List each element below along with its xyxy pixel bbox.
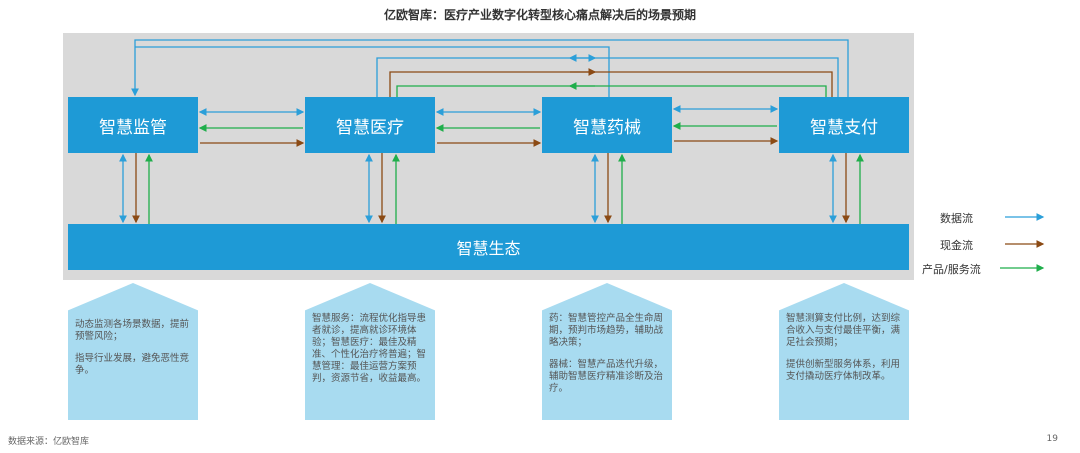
legend-data-flow: 数据流 — [940, 212, 973, 225]
callout-text: 智慧服务：流程优化指导患者就诊，提高就诊环境体验；智慧医疗：最佳及精准、个性化治… — [312, 313, 427, 384]
callout-medical: 智慧服务：流程优化指导患者就诊，提高就诊环境体验；智慧医疗：最佳及精准、个性化治… — [305, 283, 435, 420]
box-smart-ecosystem: 智慧生态 — [68, 224, 909, 270]
callout-payment: 智慧测算支付比例，达到综合收入与支付最佳平衡，满足社会预期； 提供创新型服务体系，… — [779, 283, 909, 420]
legend-product-flow: 产品/服务流 — [922, 263, 981, 276]
product-flow-payment-medical — [396, 85, 827, 97]
data-flow-medical-payment — [376, 57, 839, 97]
callout-pharma-device: 药：智慧管控产品全生命周期，预判市场趋势，辅助战略决策； 器械：智慧产品迭代升级，… — [542, 283, 672, 420]
horizontal-flows — [198, 105, 779, 147]
callout-text: 智慧测算支付比例，达到综合收入与支付最佳平衡，满足社会预期； — [786, 313, 901, 348]
legend-cash-flow: 现金流 — [940, 239, 973, 252]
data-flow-payment-to-regulation — [131, 39, 849, 97]
box-smart-regulation: 智慧监管 — [68, 97, 198, 153]
page-number: 19 — [1046, 434, 1058, 444]
cash-flow-medical-payment — [389, 71, 833, 97]
box-smart-pharma-device: 智慧药械 — [542, 97, 672, 153]
page-title: 亿欧智库：医疗产业数字化转型核心痛点解决后的场景预期 — [383, 8, 696, 22]
data-flow-pharma-top — [135, 46, 610, 97]
vertical-flows — [119, 153, 864, 224]
box-smart-payment: 智慧支付 — [779, 97, 909, 153]
box-smart-medical: 智慧医疗 — [305, 97, 435, 153]
callout-text: 指导行业发展，避免恶性竞争。 — [75, 353, 190, 376]
data-source: 数据来源：亿欧智库 — [8, 437, 90, 447]
callout-regulation: 动态监测各场景数据，提前预警风险； 指导行业发展，避免恶性竞争。 — [68, 283, 198, 420]
callout-text: 药：智慧管控产品全生命周期，预判市场趋势，辅助战略决策； — [549, 313, 664, 348]
callout-text: 动态监测各场景数据，提前预警风险； — [75, 319, 190, 342]
callout-text: 器械：智慧产品迭代升级，辅助智慧医疗精准诊断及治疗。 — [549, 359, 664, 394]
callout-text: 提供创新型服务体系，利用支付撬动医疗体制改革。 — [786, 359, 901, 382]
